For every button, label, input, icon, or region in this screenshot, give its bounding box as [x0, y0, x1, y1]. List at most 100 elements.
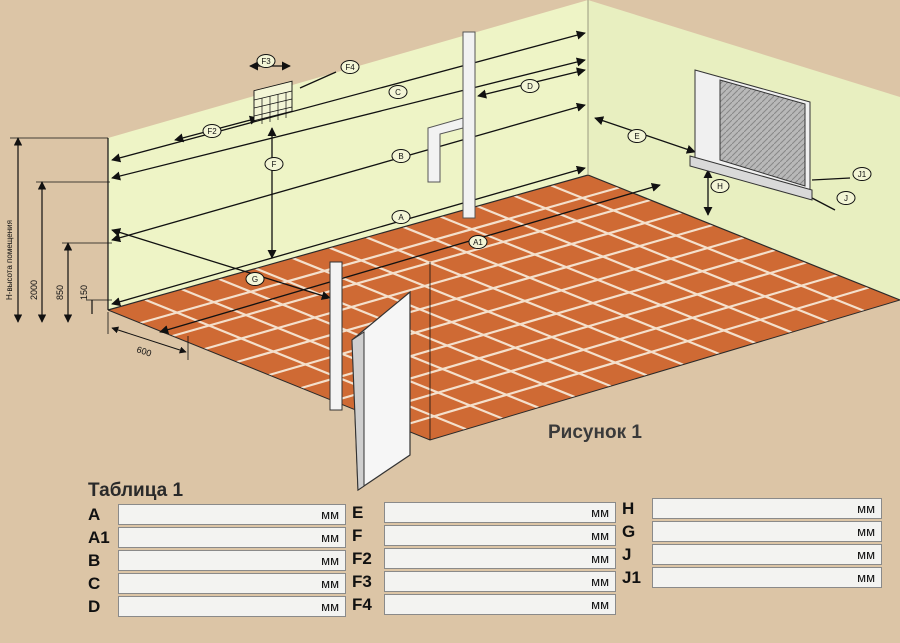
row-key: J1 [622, 568, 641, 587]
unit-label: мм [321, 530, 339, 545]
unit-label: мм [591, 574, 609, 589]
value-field[interactable]: мм [384, 548, 616, 569]
row-key: G [622, 522, 636, 541]
marker-a: A [391, 210, 411, 224]
marker-label: B [398, 152, 403, 161]
unit-label: мм [591, 528, 609, 543]
marker-label: G [252, 275, 258, 284]
dim-150: 150 [79, 285, 89, 300]
row-key: F4 [352, 595, 372, 614]
row-key: C [88, 574, 101, 593]
window [689, 69, 813, 201]
marker-label: F4 [345, 63, 355, 72]
value-field[interactable]: мм [652, 521, 882, 542]
row-key: F [352, 526, 363, 545]
marker-f2: F2 [202, 124, 222, 138]
marker-label: D [527, 82, 533, 91]
value-field[interactable]: мм [118, 504, 346, 525]
value-field[interactable]: мм [384, 571, 616, 592]
marker-label: F [272, 160, 277, 169]
unit-label: мм [591, 551, 609, 566]
unit-label: мм [857, 524, 875, 539]
row-key: F2 [352, 549, 372, 568]
row-key: H [622, 499, 635, 518]
unit-label: мм [321, 599, 339, 614]
marker-c: C [388, 85, 408, 99]
marker-f3: F3 [256, 54, 276, 68]
marker-label: F2 [207, 127, 217, 136]
marker-label: E [634, 132, 639, 141]
value-field[interactable]: мм [118, 527, 346, 548]
door [329, 261, 411, 492]
row-key: E [352, 503, 364, 522]
value-field[interactable]: мм [118, 596, 346, 617]
marker-f: F [264, 157, 284, 171]
marker-h: H [710, 179, 730, 193]
table-row: J1 мм [622, 567, 884, 588]
marker-g: G [245, 272, 265, 286]
marker-b: B [391, 149, 411, 163]
value-field[interactable]: мм [652, 544, 882, 565]
marker-label: A1 [473, 238, 483, 247]
marker-label: C [395, 88, 401, 97]
table-row: F2 мм [352, 548, 616, 569]
value-field[interactable]: мм [384, 525, 616, 546]
dim-600: 600 [135, 344, 152, 358]
unit-label: мм [321, 576, 339, 591]
socket-grid [253, 80, 293, 122]
socket-grid-lines [253, 90, 293, 124]
marker-f4: F4 [340, 60, 360, 74]
marker-label: F3 [261, 57, 271, 66]
unit-label: мм [857, 547, 875, 562]
unit-label: мм [321, 553, 339, 568]
tile-grout-line [397, 286, 870, 429]
value-field[interactable]: мм [652, 498, 882, 519]
row-key: A [88, 505, 101, 524]
row-key: B [88, 551, 101, 570]
unit-label: мм [591, 505, 609, 520]
marker-label: A [398, 213, 404, 222]
dim-2000: 2000 [29, 280, 39, 300]
unit-label: мм [591, 597, 609, 612]
table-row: A1 мм [88, 527, 346, 548]
marker-label: H [717, 182, 723, 191]
row-key: J [622, 545, 632, 564]
marker-e: E [627, 129, 647, 143]
value-field[interactable]: мм [652, 567, 882, 588]
unit-label: мм [321, 507, 339, 522]
unit-label: мм [857, 570, 875, 585]
row-key: A1 [88, 528, 110, 547]
marker-label: J1 [858, 170, 867, 179]
row-key: D [88, 597, 101, 616]
value-field[interactable]: мм [384, 502, 616, 523]
value-field[interactable]: мм [118, 550, 346, 571]
marker-d: D [520, 79, 540, 93]
unit-label: мм [857, 501, 875, 516]
figure-caption: Рисунок 1 [548, 422, 642, 443]
row-key: F3 [352, 572, 372, 591]
dim-room-height: Н-высота помещения [5, 220, 14, 300]
table-row: F3 мм [352, 571, 616, 592]
pipe [427, 31, 476, 219]
marker-j: J [836, 191, 856, 205]
marker-j1: J1 [852, 167, 872, 181]
vertical-dimensions [10, 137, 112, 323]
value-field[interactable]: мм [118, 573, 346, 594]
marker-a1: A1 [468, 235, 488, 249]
marker-label: J [844, 194, 848, 203]
value-field[interactable]: мм [384, 594, 616, 615]
